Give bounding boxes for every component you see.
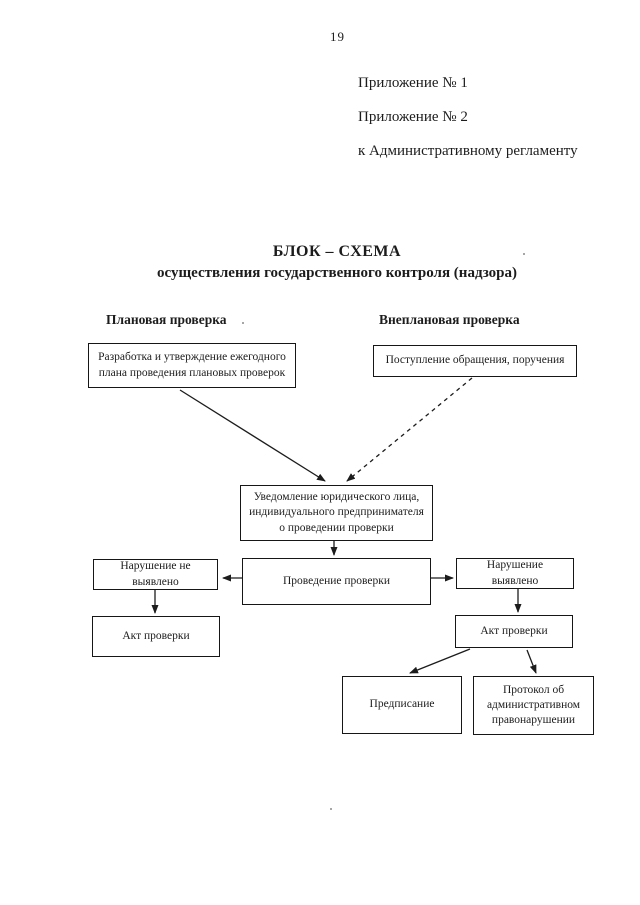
page-number: 19 [330, 29, 345, 44]
annex-block: Приложение № 1 Приложение № 2 к Админист… [358, 76, 578, 178]
flowchart-box-no-violation: Нарушение не выявлено [93, 559, 218, 590]
scan-speck [330, 808, 332, 810]
scan-speck [523, 253, 525, 255]
arrow-act-to-prescription [409, 648, 471, 674]
flowchart-box-prescription: Предписание [342, 676, 462, 734]
scan-speck [242, 322, 244, 324]
annex-line-3: к Административному регламенту [358, 143, 578, 159]
arrow-request-to-notification [346, 377, 473, 482]
diagram-title-line2: осуществления государственного контроля … [156, 265, 517, 281]
flowchart-box-annual-plan: Разработка и утверждение ежегодного план… [88, 343, 296, 388]
diagram-title: БЛОК – СХЕМА осуществления государственн… [34, 242, 640, 282]
flowchart-box-violation-found: Нарушение выявлено [456, 558, 574, 589]
annex-line-2: Приложение № 2 [358, 109, 468, 125]
flowchart-box-notification: Уведомление юридического лица, индивидуа… [240, 485, 433, 541]
annex-line-1: Приложение № 1 [358, 75, 468, 91]
diagram-title-line1: БЛОК – СХЕМА [272, 243, 402, 260]
flowchart-box-protocol: Протокол об административном правонаруше… [473, 676, 594, 735]
flowchart-box-request-received: Поступление обращения, поручения [373, 345, 577, 377]
flowchart-box-inspection: Проведение проверки [242, 558, 431, 605]
flowchart-box-inspection-act-right: Акт проверки [455, 615, 573, 648]
column-header-planned-inspection: Плановая проверка [106, 312, 227, 327]
arrow-plan-to-notification [179, 389, 326, 482]
column-header-unplanned-inspection: Внеплановая проверка [379, 312, 520, 327]
arrow-act-to-protocol [526, 649, 537, 674]
flowchart-box-inspection-act-left: Акт проверки [92, 616, 220, 657]
